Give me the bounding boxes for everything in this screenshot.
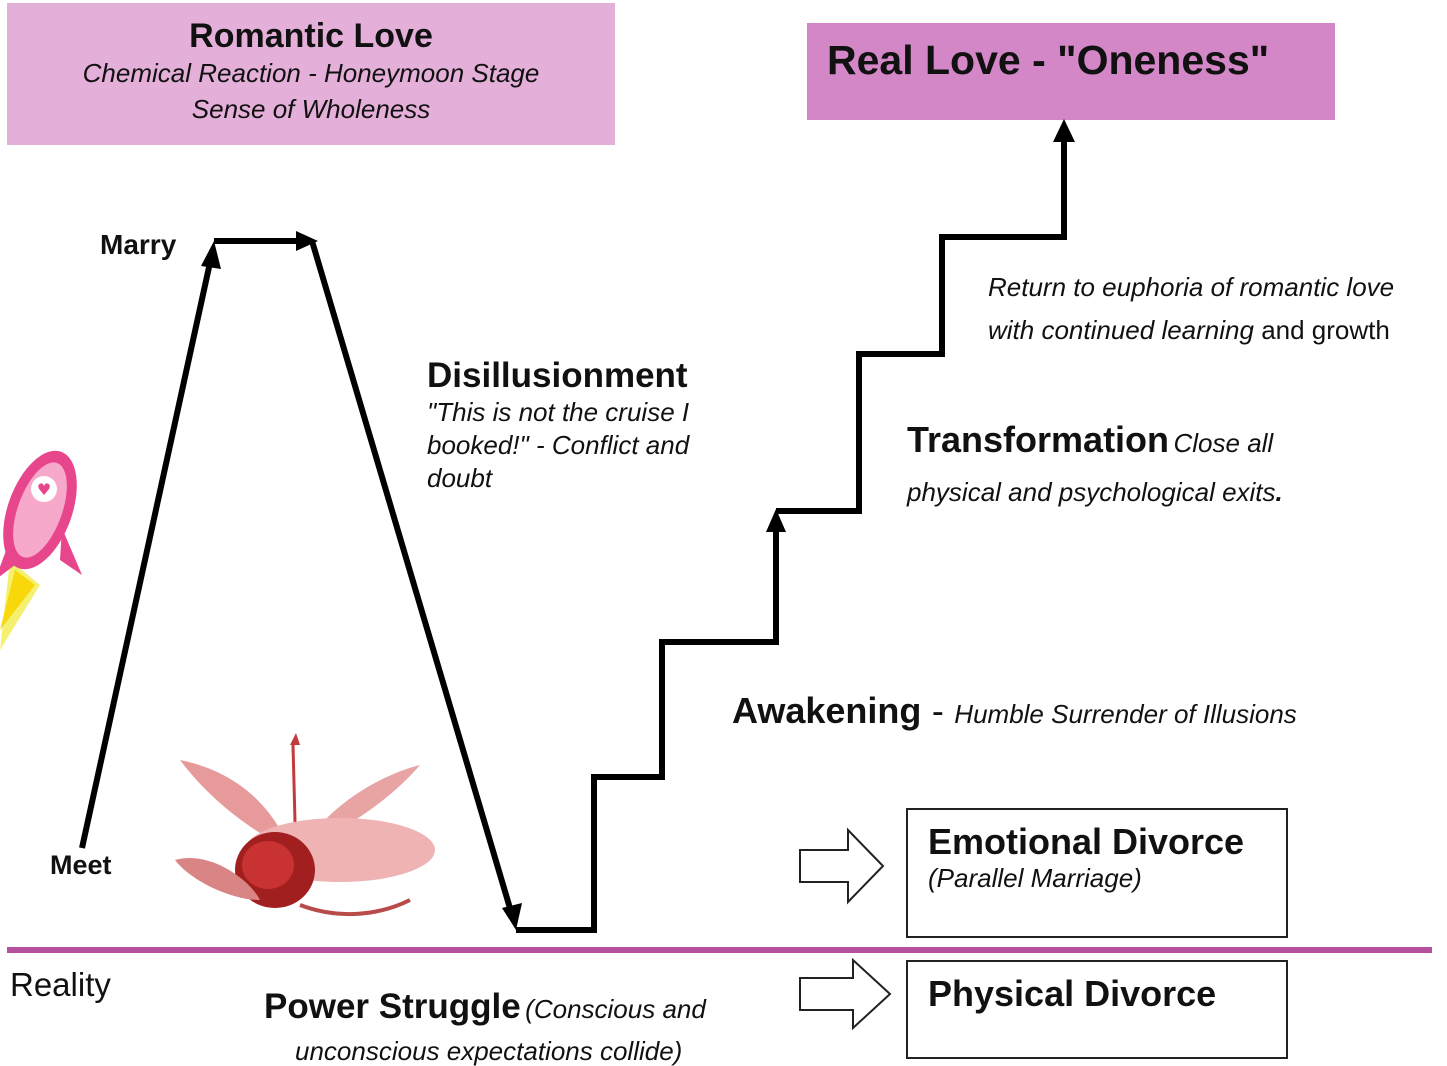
return-note-line2-rest: and growth <box>1253 315 1390 345</box>
power-struggle-sub1: (Conscious and <box>525 994 706 1024</box>
transformation-sub1: Close all <box>1173 428 1274 458</box>
disillusionment-line2: booked!" - Conflict and <box>427 430 690 460</box>
stairs-arrowhead-1 <box>766 509 786 532</box>
physical-divorce-title: Physical Divorce <box>928 973 1217 1014</box>
physical-divorce-box: Physical Divorce <box>906 960 1288 1059</box>
reality-label: Reality <box>10 966 111 1003</box>
stairs-line-upper <box>776 140 1067 514</box>
real-love-arrowhead <box>1053 119 1075 142</box>
marry-arrowhead <box>201 241 221 269</box>
meet-to-marry-line <box>79 257 214 849</box>
romantic-love-line1: Chemical Reaction - Honeymoon Stage <box>82 58 540 88</box>
return-note-line2: with continued learning and growth <box>988 309 1447 352</box>
plateau-arrowhead <box>296 231 318 251</box>
emotional-divorce-arrow <box>799 827 885 905</box>
descent-arrowhead <box>502 903 522 930</box>
marry-label: Marry <box>100 229 177 260</box>
awakening-title: Awakening <box>732 690 922 731</box>
emotional-divorce-title: Emotional Divorce <box>928 821 1245 862</box>
emotional-divorce-sub: (Parallel Marriage) <box>928 863 1142 893</box>
disillusionment-title: Disillusionment <box>427 356 688 395</box>
real-love-box: Real Love - "Oneness" <box>807 23 1335 120</box>
romantic-love-box: Romantic Love Chemical Reaction - Honeym… <box>7 3 615 145</box>
emotional-divorce-box: Emotional Divorce (Parallel Marriage) <box>906 808 1288 938</box>
power-struggle-block: Power Struggle (Conscious and unconsciou… <box>264 985 784 1066</box>
transformation-block: Transformation Close all physical and ps… <box>907 418 1427 514</box>
power-struggle-line1: Power Struggle (Conscious and <box>264 985 784 1036</box>
awakening-block: Awakening - Humble Surrender of Illusion… <box>732 688 1297 742</box>
romantic-love-title: Romantic Love <box>189 17 433 55</box>
fallen-cupid-image <box>175 733 435 916</box>
return-note: Return to euphoria of romantic love with… <box>988 266 1447 352</box>
disillusionment-line1: "This is not the cruise I <box>427 397 690 427</box>
return-note-line1: Return to euphoria of romantic love <box>988 272 1395 302</box>
real-love-title: Real Love - "Oneness" <box>827 37 1270 83</box>
svg-text:♥: ♥ <box>37 480 51 499</box>
disillusionment-line3: doubt <box>427 463 493 493</box>
transformation-line1: Transformation Close all <box>907 418 1427 470</box>
awakening-sub: Humble Surrender of Illusions <box>954 699 1297 729</box>
rocket-icon: ♥ <box>0 450 82 650</box>
power-struggle-sub2: unconscious expectations collide) <box>295 1036 683 1066</box>
transformation-line2: physical and psychological exits. <box>907 470 1427 514</box>
stairs-line <box>516 528 779 933</box>
power-struggle-title: Power Struggle <box>264 987 521 1026</box>
transformation-period: . <box>1275 477 1283 507</box>
disillusionment-block: Disillusionment "This is not the cruise … <box>427 356 747 495</box>
transformation-title: Transformation <box>907 419 1170 460</box>
meet-label: Meet <box>50 850 112 880</box>
descent-line <box>309 240 515 916</box>
awakening-dash: - <box>931 690 944 731</box>
romantic-love-line2: Sense of Wholeness <box>191 94 431 124</box>
return-note-line2-italic: with continued learning <box>988 315 1254 345</box>
transformation-sub2: physical and psychological exits <box>907 477 1276 507</box>
physical-divorce-arrow <box>799 957 892 1031</box>
